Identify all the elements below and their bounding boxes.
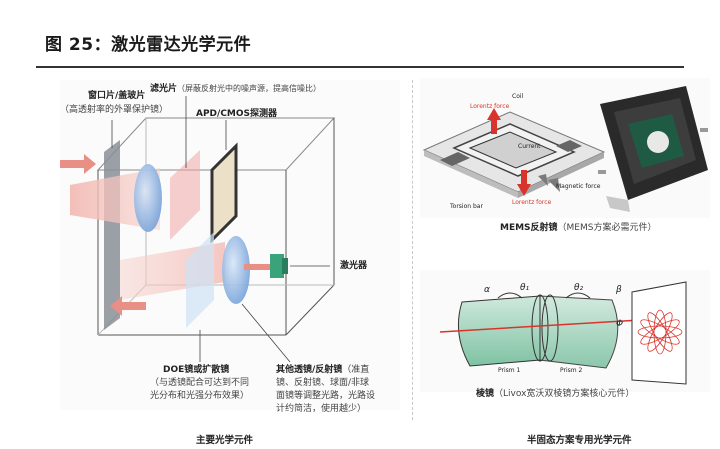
- prism-1-label: Prism 1: [498, 367, 521, 374]
- prism-diagram: [439, 281, 687, 385]
- mems-torsion-label: Torsion bar: [450, 203, 483, 210]
- mems-caption: MEMS反射镜（MEMS方案必需元件）: [500, 223, 657, 233]
- prism-alpha: α: [484, 285, 490, 295]
- receive-lens: [134, 164, 162, 232]
- prism-phi: Φ: [616, 319, 624, 329]
- laser-label: 激光器: [340, 261, 368, 271]
- apd-detector: [210, 142, 238, 244]
- mems-schematic: [422, 111, 606, 198]
- prism-beta: β: [616, 285, 622, 295]
- mems-magnetic-label: Magnetic force: [556, 183, 601, 190]
- doe-label: DOE镜或扩散镜: [163, 365, 230, 375]
- doe-pane: [186, 232, 214, 328]
- left-caption: 主要光学元件: [196, 435, 254, 446]
- filter-label: 滤光片（屏蔽反射光中的噪声源，提高信噪比）: [150, 84, 322, 94]
- window-label: 窗口片/盖玻片: [88, 91, 146, 101]
- leader-lines: [111, 96, 330, 363]
- arrow-in: [60, 154, 96, 174]
- filter-pane: [170, 150, 200, 240]
- transmit-lens: [222, 236, 250, 304]
- prism-caption: 棱镜（Livox宽沃双棱镜方案核心元件）: [476, 389, 635, 399]
- other-lens-label: 其他透镜/反射镜（准直: [276, 365, 370, 375]
- title-rule: [36, 66, 684, 68]
- mems-coil-label: Coil: [512, 93, 524, 100]
- other-lens-sub-2: 镜、反射镜、球面/非球: [276, 378, 370, 388]
- panel-divider: [412, 80, 413, 420]
- arrow-out: [110, 296, 146, 316]
- mems-lorentz-bottom: Lorentz force: [512, 199, 552, 206]
- mems-photo: [598, 86, 708, 212]
- other-lens-sub-4: 计约简洁，使用越少）: [276, 404, 367, 414]
- doe-sub-2: 光分布和光强分布效果）: [150, 391, 250, 401]
- prism-2-label: Prism 2: [560, 367, 583, 374]
- window-sublabel: （高透射率的外罩保护镜）: [60, 105, 169, 115]
- laser-emitter: [270, 254, 284, 278]
- prism-theta2: θ₂: [574, 283, 584, 293]
- page-title: 图 25：激光雷达光学元件: [45, 35, 252, 55]
- mems-current-label: Current: [518, 143, 541, 150]
- prism-theta1: θ₁: [520, 283, 530, 293]
- magnetic-arrows: [538, 174, 560, 192]
- right-caption: 半固态方案专用光学元件: [527, 435, 632, 446]
- laser-beam: [244, 264, 274, 270]
- doe-sub-1: （与透镜配合可达到不同: [150, 378, 250, 388]
- mems-lorentz-top: Lorentz force: [470, 103, 510, 110]
- laser-emitter-side: [282, 258, 288, 274]
- rosette-pattern: [637, 309, 683, 355]
- other-lens-sub-3: 面镜等调整光路，光路设: [276, 391, 376, 401]
- lorentz-arrows: [487, 108, 531, 196]
- apd-label: APD/CMOS探测器: [196, 109, 278, 119]
